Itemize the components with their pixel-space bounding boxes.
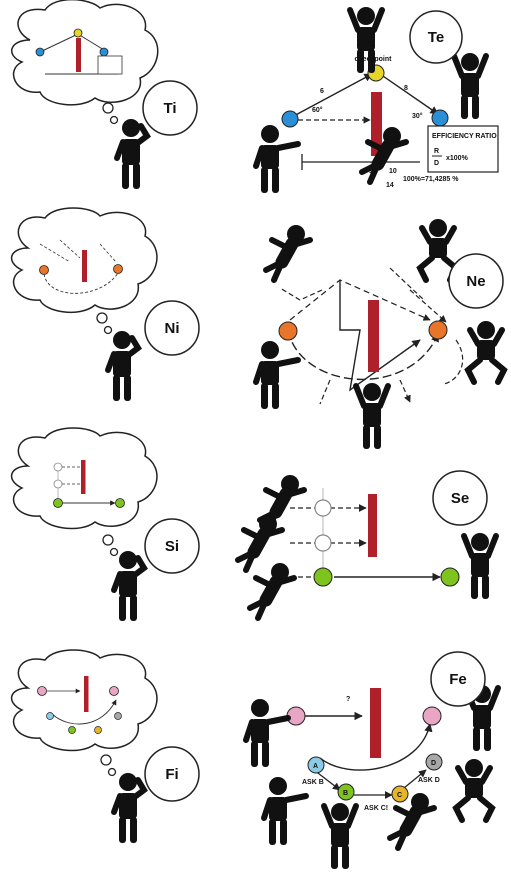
badge-fe-label: Fe (449, 671, 467, 688)
efficiency-result: 100%=71,4285 % (403, 176, 459, 183)
thinker-figure-fi (114, 773, 144, 843)
node-blue-start (281, 110, 299, 128)
thinker-figure-ti (117, 119, 147, 189)
angle-a: 60° (312, 106, 323, 114)
badge-si-label: Si (165, 538, 179, 555)
badge-fe (430, 651, 486, 707)
figure-ne-right (468, 321, 504, 382)
formula-tail: x100% (446, 155, 469, 162)
badge-te-label: Te (428, 29, 444, 46)
badge-ni-label: Ni (165, 320, 180, 337)
node-d-label: D (431, 760, 436, 767)
badge-si (144, 518, 200, 574)
figure-fe-bottom (324, 803, 356, 869)
figure-se-bottom (250, 563, 294, 618)
badge-se (432, 470, 488, 526)
ask-c-label: ASK C! (364, 805, 388, 812)
figure-fe-bottom-left (264, 777, 306, 845)
scene-ne (278, 267, 464, 404)
thought-cloud-si (10, 427, 158, 557)
node-green-end (440, 567, 460, 587)
ask-d-label: ASK D (418, 777, 440, 784)
node-orange-end (428, 320, 448, 340)
node-gray-top (314, 499, 332, 517)
formula-den: D (434, 160, 439, 167)
badge-ni (144, 300, 200, 356)
node-c (391, 785, 409, 803)
question-mark: ? (346, 696, 350, 703)
figure-ne-left (256, 341, 298, 409)
row-fi-fe: Fi A B C D ? ASK B ASK C! ASK D (10, 649, 498, 869)
badge-fi (144, 746, 200, 802)
node-a (307, 756, 325, 774)
node-d (425, 753, 443, 771)
badge-ti-label: Ti (163, 100, 176, 117)
node-green-start (313, 567, 333, 587)
node-gray-mid (314, 534, 332, 552)
figure-te-right (454, 53, 486, 119)
efficiency-box (427, 125, 499, 173)
figure-se-mid (238, 515, 282, 570)
thought-cloud-ti (11, 0, 159, 125)
fourteen: 14 (386, 182, 394, 189)
node-orange-start (278, 321, 298, 341)
figure-ne-top-left (266, 225, 310, 280)
scene-fe: A B C D ? ASK B ASK C! ASK D (286, 688, 443, 812)
num-a: 6 (320, 88, 324, 95)
scene-te: checkpoint 6 8 60° 30° EFFICIENCY RATIO … (281, 56, 499, 189)
ask-b-label: ASK B (302, 779, 324, 786)
figure-te-left (256, 125, 298, 193)
barrier-bar-fe (370, 688, 381, 758)
thinker-figure-si (114, 551, 144, 621)
node-c-label: C (397, 792, 402, 799)
figure-fe-right (456, 759, 492, 820)
barrier-bar-ne (368, 300, 379, 372)
badge-ti (142, 80, 198, 136)
node-b (337, 783, 355, 801)
barrier-bar-se (368, 494, 377, 557)
node-b-label: B (343, 790, 348, 797)
badge-ne (448, 253, 504, 309)
node-pink-end (422, 706, 442, 726)
angle-b: 30° (412, 112, 423, 120)
row-ni-ne: Ni Ne (10, 207, 504, 449)
thought-cloud-fi (10, 649, 158, 777)
thinker-figure-ni (108, 331, 138, 401)
node-a-label: A (313, 763, 318, 770)
badge-se-label: Se (451, 490, 469, 507)
barrier-bar (371, 92, 382, 156)
badge-fi-label: Fi (165, 766, 178, 783)
num-b: 8 (404, 85, 408, 92)
thought-cloud-ni (10, 207, 158, 335)
formula-num: R (434, 148, 439, 155)
row-ti-te: Ti checkpoint 6 8 60° 30° EFFICIENCY RAT… (11, 0, 499, 193)
badge-te (409, 10, 463, 64)
figure-ne-bottom (356, 383, 388, 449)
efficiency-title: EFFICIENCY RATIO (432, 133, 497, 140)
scene-se (290, 488, 460, 587)
badge-ne-label: Ne (466, 273, 485, 290)
figure-fe-top-left (246, 699, 288, 767)
ten-b: 10 (389, 168, 397, 175)
figure-te-top (350, 7, 382, 73)
row-si-se: Si Se (10, 427, 496, 621)
figure-se-right (464, 533, 496, 599)
node-blue-end (431, 109, 449, 127)
